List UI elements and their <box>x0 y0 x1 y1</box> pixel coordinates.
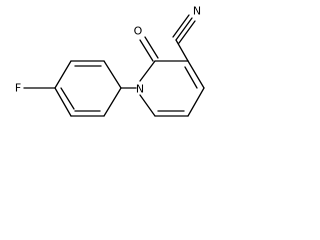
bond-c6-n <box>139 94 156 117</box>
bond-nitrile-triple-1 <box>175 17 193 41</box>
bond-phenyl-6 <box>54 87 72 117</box>
bond-c4-c5 <box>187 87 205 117</box>
oxygen-atom-label: O <box>134 25 143 38</box>
bond-c3-c4 <box>187 60 205 89</box>
bond-phenyl-double-3 <box>60 87 75 110</box>
nitrogen-ring-atom-label: N <box>136 83 144 96</box>
bond-nitrile-triple-3 <box>178 20 196 44</box>
bond-n-c2 <box>139 60 156 82</box>
bond-phenyl-3 <box>103 60 122 89</box>
bond-ring-double-1 <box>184 66 198 89</box>
bond-phenyl-4 <box>103 87 122 117</box>
molecule-svg: F N O N <box>15 5 205 117</box>
bond-carbonyl-1 <box>139 39 154 62</box>
bond-nitrile-triple-2 <box>172 14 190 38</box>
nitrile-nitrogen-atom-label: N <box>193 5 201 18</box>
bond-carbonyl-2 <box>144 36 159 59</box>
bond-phenyl-1 <box>54 60 72 89</box>
bond-c3-cn <box>175 39 189 62</box>
fluorine-atom-label: F <box>15 82 21 95</box>
molecule-structure-canvas: F N O N <box>0 0 208 128</box>
